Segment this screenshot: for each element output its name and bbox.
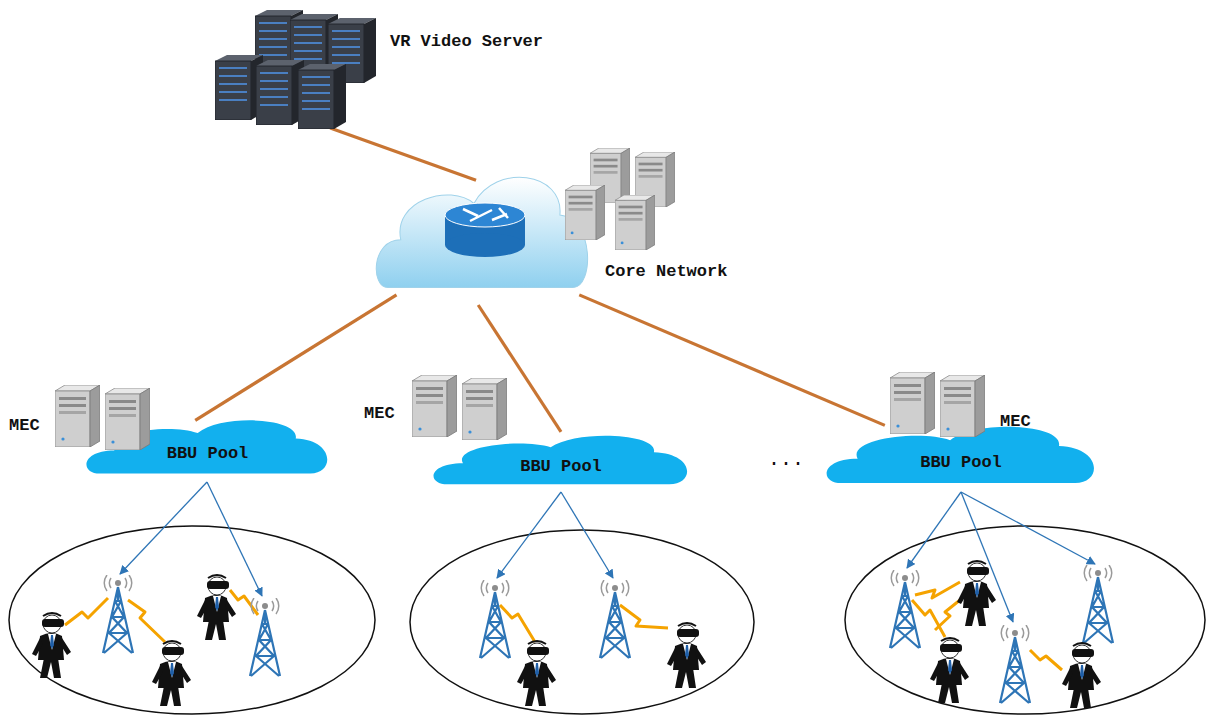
node-label: MEC (364, 404, 395, 424)
cell-ellipse (9, 526, 1205, 714)
backhaul-link (330, 128, 476, 180)
node-label: MEC (9, 416, 40, 436)
node-label: MEC (1000, 412, 1031, 432)
cloud-node: Core Network (375, 160, 590, 305)
backhaul-link (195, 295, 396, 421)
node-label: BBU Pool (520, 457, 602, 477)
cloud-node: MECBBU Pool (85, 412, 330, 482)
cloud-node: MECBBU Pool (432, 428, 690, 492)
node-label: BBU Pool (920, 453, 1002, 473)
node-label: BBU Pool (167, 444, 249, 464)
core-server (565, 148, 675, 250)
base-station-tower (103, 565, 1113, 703)
backhaul-link (579, 295, 885, 426)
ellipsis-label: ... (768, 448, 804, 471)
node-label: VR Video Server (390, 32, 543, 52)
backhaul-link (478, 305, 561, 432)
cloud-node: MECBBU Pool (825, 418, 1097, 492)
vr-user (32, 561, 1101, 708)
server-node: VR Video Server (215, 10, 375, 128)
mec-server (55, 372, 985, 450)
core-router (445, 203, 525, 257)
fronthaul-arrow (120, 482, 1095, 622)
core-cloud (375, 160, 590, 305)
node-label: Core Network (605, 262, 727, 282)
vr-server-rack (215, 10, 376, 129)
